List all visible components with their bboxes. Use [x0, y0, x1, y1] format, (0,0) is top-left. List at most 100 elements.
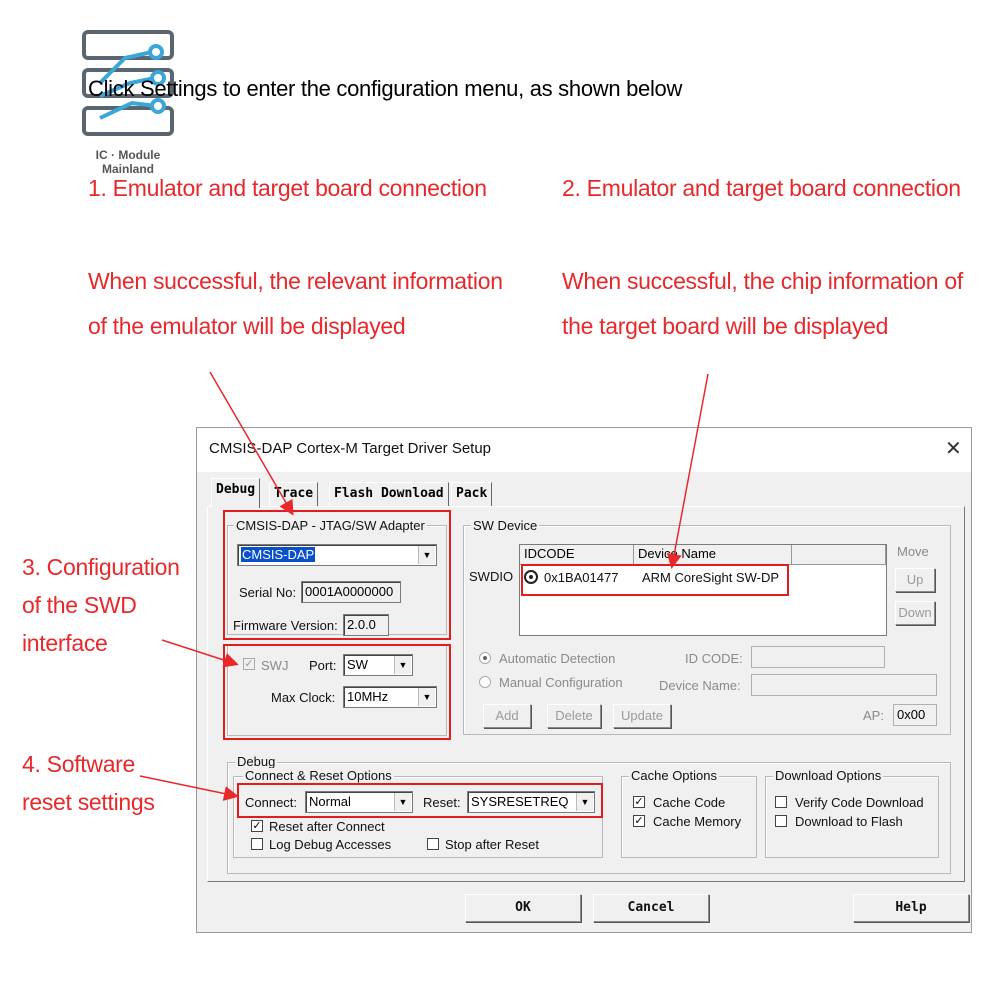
delete-button[interactable]: Delete — [547, 704, 601, 728]
automatic-detection-radio[interactable] — [479, 652, 491, 664]
verify-code-checkbox[interactable] — [775, 796, 787, 808]
logo-text: IC · Module Mainland — [95, 148, 161, 176]
tab-flash-download[interactable]: Flash Download — [329, 482, 449, 506]
add-button[interactable]: Add — [483, 704, 531, 728]
annotation-1-line2: of the emulator will be displayed — [88, 313, 406, 339]
connect-value: Normal — [309, 794, 351, 809]
title-bar: CMSIS-DAP Cortex-M Target Driver Setup ✕ — [197, 428, 971, 472]
swj-checkbox[interactable]: ✓ — [243, 658, 255, 670]
up-button[interactable]: Up — [895, 568, 935, 592]
port-label: Port: — [309, 658, 337, 673]
intro-text: Click Settings to enter the configuratio… — [88, 76, 683, 101]
row-device-name: ARM CoreSight SW-DP — [642, 570, 780, 585]
highlight-adapter-info — [223, 510, 451, 640]
move-label: Move — [897, 544, 929, 559]
highlight-connect-reset — [237, 783, 603, 818]
ok-button[interactable]: OK — [465, 894, 581, 922]
sw-device-legend: SW Device — [471, 518, 540, 533]
connect-reset-legend: Connect & Reset Options — [243, 768, 394, 783]
firmware-field: 2.0.0 — [343, 614, 389, 636]
chevron-down-icon[interactable]: ▼ — [576, 793, 593, 811]
tab-trace[interactable]: Trace — [269, 482, 319, 506]
reset-after-connect-checkbox[interactable]: ✓ — [251, 820, 263, 832]
circuit-logo-icon — [82, 30, 174, 136]
port-select[interactable]: SW ▼ — [343, 654, 413, 676]
dialog-title: CMSIS-DAP Cortex-M Target Driver Setup — [209, 440, 492, 457]
column-header-blank — [792, 545, 886, 565]
cache-memory-label: Cache Memory — [653, 814, 742, 829]
annotation-1-line1: When successful, the relevant informatio… — [88, 268, 503, 294]
idcode-label: ID CODE: — [685, 651, 743, 666]
annotation-3-line3: interface — [22, 630, 108, 656]
adapter-group-legend: CMSIS-DAP - JTAG/SW Adapter — [234, 518, 427, 533]
ap-input[interactable]: 0x00 — [893, 704, 937, 726]
cache-code-label: Cache Code — [653, 795, 726, 810]
driver-setup-dialog: CMSIS-DAP Cortex-M Target Driver Setup ✕… — [196, 427, 972, 933]
row-idcode: 0x1BA01477 — [544, 570, 619, 585]
serial-label: Serial No: — [239, 585, 297, 600]
log-debug-checkbox[interactable] — [251, 838, 263, 850]
selected-radio-icon — [524, 570, 538, 584]
connect-select[interactable]: Normal ▼ — [305, 791, 413, 813]
highlight-swj-config — [223, 644, 451, 740]
annotation-2-line2: the target board will be displayed — [562, 313, 889, 339]
chevron-down-icon[interactable]: ▼ — [418, 546, 435, 564]
port-value: SW — [347, 657, 368, 672]
annotation-3-line1: 3. Configuration — [22, 554, 180, 580]
max-clock-label: Max Clock: — [271, 690, 336, 705]
connect-label: Connect: — [245, 795, 298, 810]
debug-tab-pane — [207, 506, 965, 882]
cancel-button[interactable]: Cancel — [593, 894, 709, 922]
swdio-label: SWDIO — [469, 569, 514, 584]
firmware-label: Firmware Version: — [233, 618, 338, 633]
verify-code-label: Verify Code Download — [795, 795, 924, 810]
automatic-detection-label: Automatic Detection — [499, 651, 616, 666]
chevron-down-icon[interactable]: ▼ — [418, 688, 435, 706]
idcode-input[interactable] — [751, 646, 885, 668]
download-flash-label: Download to Flash — [795, 814, 903, 829]
ap-label: AP: — [863, 708, 884, 723]
chevron-down-icon[interactable]: ▼ — [394, 656, 411, 674]
update-button[interactable]: Update — [613, 704, 671, 728]
cache-options-legend: Cache Options — [629, 768, 719, 783]
chevron-down-icon[interactable]: ▼ — [394, 793, 411, 811]
close-icon[interactable]: ✕ — [945, 438, 962, 460]
download-flash-checkbox[interactable] — [775, 815, 787, 827]
down-button[interactable]: Down — [895, 601, 935, 625]
manual-configuration-radio[interactable] — [479, 676, 491, 688]
cache-code-checkbox[interactable]: ✓ — [633, 796, 645, 808]
log-debug-label: Log Debug Accesses — [269, 837, 392, 852]
cache-memory-checkbox[interactable]: ✓ — [633, 815, 645, 827]
manual-configuration-label: Manual Configuration — [499, 675, 623, 690]
device-name-label: Device Name: — [659, 678, 741, 693]
debug-group — [227, 762, 951, 874]
column-header-idcode[interactable]: IDCODE — [520, 545, 634, 565]
reset-label: Reset: — [423, 795, 461, 810]
stop-after-reset-label: Stop after Reset — [445, 837, 539, 852]
swj-label: SWJ — [261, 658, 289, 673]
brand-logo: IC · Module Mainland — [80, 28, 176, 178]
adapter-select[interactable]: CMSIS-DAP ▼ — [237, 544, 437, 566]
annotation-2-line1: When successful, the chip information of — [562, 268, 963, 294]
highlight-device-row — [521, 564, 789, 596]
annotation-4-line2: reset settings — [22, 789, 155, 815]
table-row[interactable]: 0x1BA01477 ARM CoreSight SW-DP — [524, 569, 788, 589]
adapter-selected-value: CMSIS-DAP — [241, 547, 316, 562]
help-button[interactable]: Help — [853, 894, 969, 922]
device-name-input[interactable] — [751, 674, 937, 696]
download-options-legend: Download Options — [773, 768, 884, 783]
reset-value: SYSRESETREQ — [471, 794, 569, 809]
annotation-2-title: 2. Emulator and target board connection — [562, 175, 961, 201]
stop-after-reset-checkbox[interactable] — [427, 838, 439, 850]
annotation-3-line2: of the SWD — [22, 592, 137, 618]
reset-select[interactable]: SYSRESETREQ ▼ — [467, 791, 595, 813]
max-clock-select[interactable]: 10MHz ▼ — [343, 686, 437, 708]
tab-pack[interactable]: Pack — [451, 482, 493, 506]
max-clock-value: 10MHz — [347, 689, 389, 704]
column-header-device-name[interactable]: Device Name — [634, 545, 792, 565]
debug-group-legend: Debug — [235, 754, 278, 769]
serial-field: 0001A0000000 — [301, 581, 401, 603]
reset-after-connect-label: Reset after Connect — [269, 819, 385, 834]
annotation-4-line1: 4. Software — [22, 751, 136, 777]
tab-debug[interactable]: Debug — [211, 478, 261, 508]
